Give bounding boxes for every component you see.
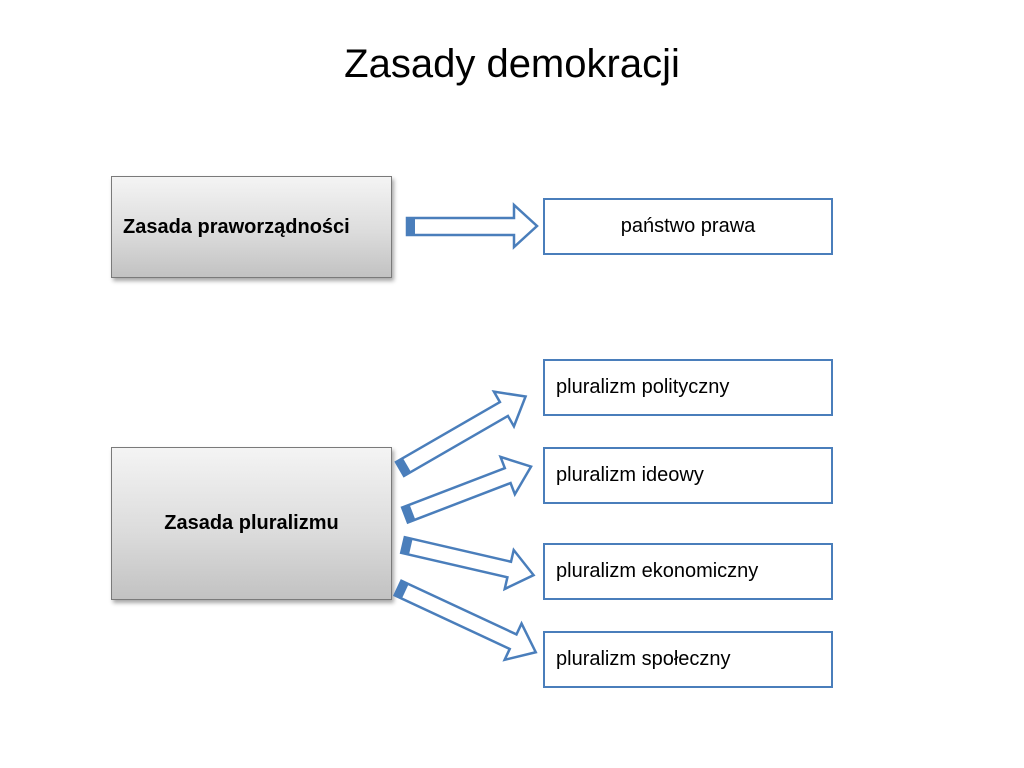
outcome-label: pluralizm społeczny	[556, 648, 731, 670]
rule-of-law-label: Zasada praworządności	[123, 215, 350, 238]
outcome-label: pluralizm polityczny	[556, 376, 730, 398]
outcome-label: państwo prawa	[620, 215, 756, 237]
outcome-label: pluralizm ekonomiczny	[556, 560, 759, 582]
rule-of-law-box: Zasada praworządności	[111, 176, 392, 278]
outcome-box-rule-of-law: państwo prawa	[543, 198, 833, 255]
arrow-economic	[399, 535, 536, 592]
pluralism-label: Zasada pluralizmu	[164, 512, 339, 534]
arrow-rule-of-law	[405, 202, 539, 250]
outcome-box-social: pluralizm społeczny	[543, 631, 833, 688]
outcome-box-political: pluralizm polityczny	[543, 359, 833, 416]
pluralism-box: Zasada pluralizmu	[111, 447, 392, 600]
arrow-political	[394, 390, 528, 478]
arrow-ideological	[400, 454, 533, 525]
outcome-box-economic: pluralizm ekonomiczny	[543, 543, 833, 600]
outcome-box-ideological: pluralizm ideowy	[543, 447, 833, 504]
outcome-label: pluralizm ideowy	[556, 464, 704, 486]
slide-title: Zasady demokracji	[344, 42, 680, 86]
arrow-social	[392, 579, 538, 662]
